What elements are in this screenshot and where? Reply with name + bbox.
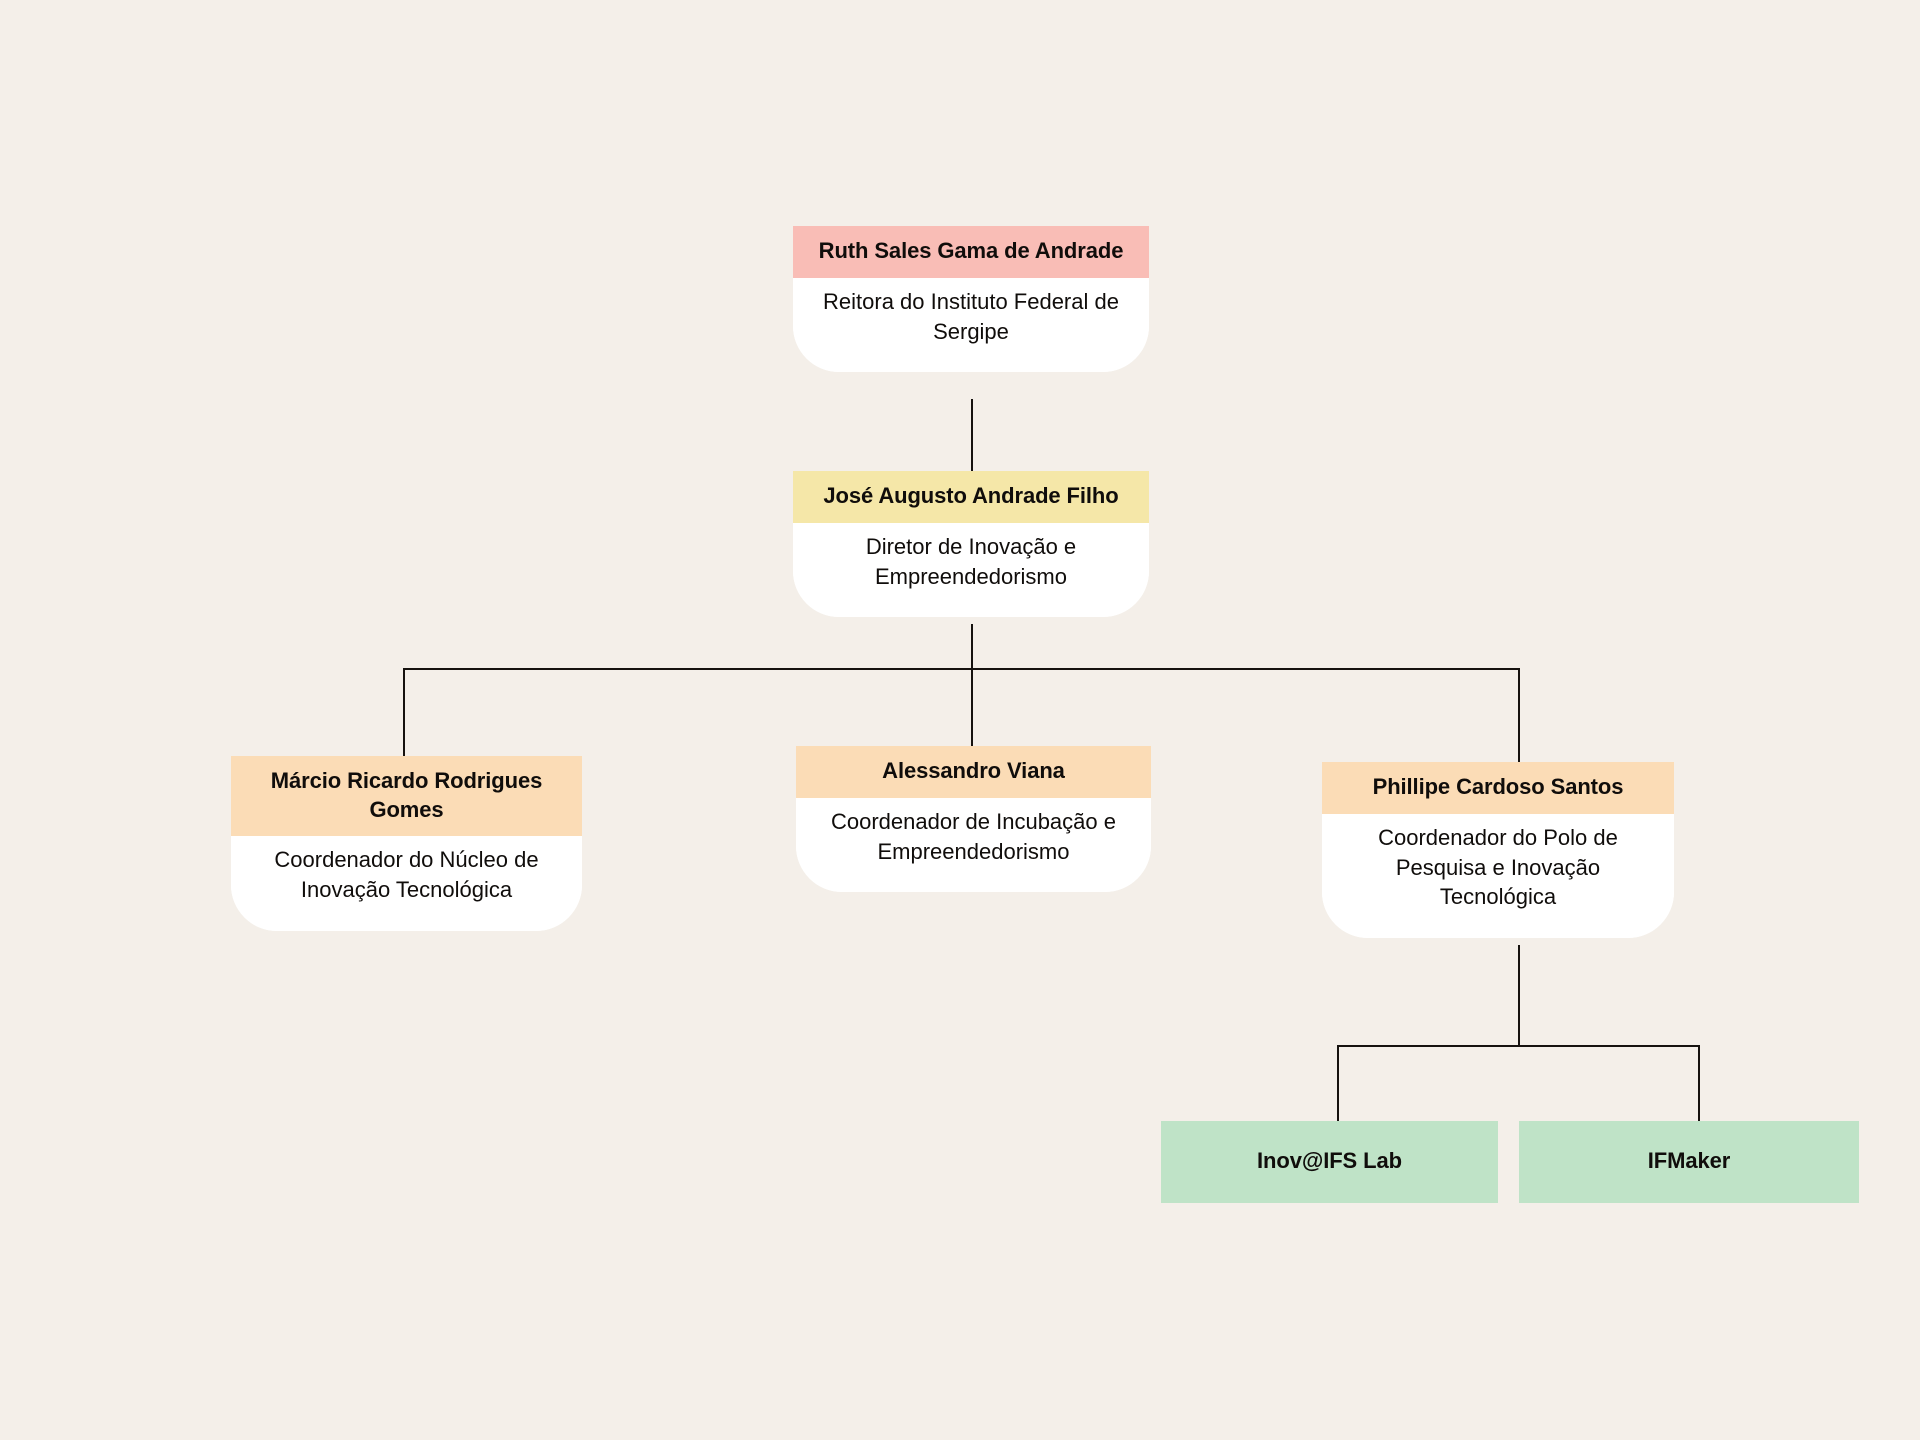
org-node-root-role: Reitora do Instituto Federal de Sergipe [793,277,1149,373]
connector-polo-stem [1518,945,1520,1046]
connector-labs-bus [1337,1045,1700,1047]
org-node-coord-nit-name: Márcio Ricardo Rodrigues Gomes [231,756,582,837]
org-node-director-name: José Augusto Andrade Filho [793,471,1149,523]
org-node-root-name: Ruth Sales Gama de Andrade [793,226,1149,278]
org-node-director-role: Diretor de Inovação e Empreendedorismo [793,522,1149,618]
connector-director-stem [971,624,973,669]
org-node-coord-incub[interactable]: Alessandro Viana Coordenador de Incubaçã… [796,746,1151,893]
org-node-coord-polo[interactable]: Phillipe Cardoso Santos Coordenador do P… [1322,762,1674,939]
org-node-coord-polo-role: Coordenador do Polo de Pesquisa e Inovaç… [1322,813,1674,939]
connector-drop-lab-inov [1337,1045,1339,1122]
connector-drop-coord-nit [403,668,405,756]
connector-drop-coord-incub [971,668,973,746]
connector-drop-lab-ifmaker [1698,1045,1700,1122]
org-node-root[interactable]: Ruth Sales Gama de Andrade Reitora do In… [793,226,1149,373]
org-node-coord-nit[interactable]: Márcio Ricardo Rodrigues Gomes Coordenad… [231,756,582,931]
org-node-director[interactable]: José Augusto Andrade Filho Diretor de In… [793,471,1149,618]
org-node-lab-ifmaker[interactable]: IFMaker [1519,1121,1859,1203]
org-node-lab-inov[interactable]: Inov@IFS Lab [1161,1121,1498,1203]
org-node-coord-incub-name: Alessandro Viana [796,746,1151,798]
org-node-lab-ifmaker-name: IFMaker [1519,1121,1859,1203]
connector-drop-coord-polo [1518,668,1520,762]
connector-root-to-director [971,399,973,471]
org-node-lab-inov-name: Inov@IFS Lab [1161,1121,1498,1203]
connector-coordinators-bus [403,668,1519,670]
org-node-coord-incub-role: Coordenador de Incubação e Empreendedori… [796,797,1151,893]
org-node-coord-nit-role: Coordenador do Núcleo de Inovação Tecnol… [231,836,582,931]
org-node-coord-polo-name: Phillipe Cardoso Santos [1322,762,1674,814]
